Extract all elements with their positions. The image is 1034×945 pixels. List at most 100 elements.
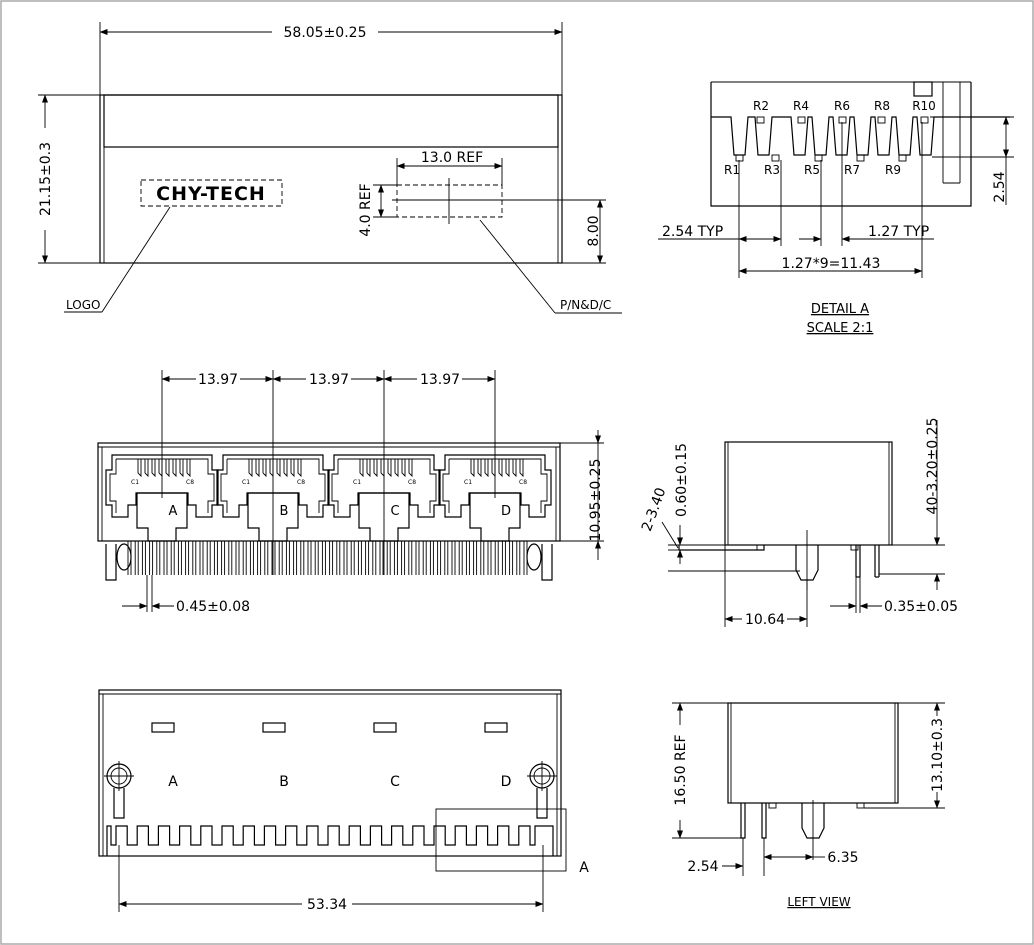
- rj45-port: C1 C8B: [216, 454, 330, 542]
- port-label: C: [390, 504, 399, 519]
- dim-label-width: 13.0 REF: [396, 150, 503, 169]
- side-view: 0.60±0.15 2-3.40 40-3.20±0.25 10.64 0.35…: [639, 418, 958, 628]
- pin-label: R2: [753, 99, 769, 113]
- dim-depth: 8.00: [562, 199, 606, 264]
- port-label: D: [501, 774, 512, 790]
- dim-pin-width-side: 0.35±0.05: [830, 577, 958, 615]
- dim-label-height: 4.0 REF: [358, 183, 397, 237]
- detail-a-comb: [711, 116, 1010, 156]
- dim-port-pitch: 13.97 13.97 13.97: [161, 372, 496, 388]
- pin-label: R10: [912, 99, 936, 113]
- pin-label: R8: [874, 99, 890, 113]
- svg-text:1.27 TYP: 1.27 TYP: [868, 224, 929, 240]
- mounting-post-right: [526, 543, 553, 581]
- label-area: [396, 184, 503, 218]
- port-label: B: [279, 774, 289, 790]
- left-view-title: LEFT VIEW: [787, 895, 850, 909]
- logo-frame: [140, 179, 283, 207]
- detail-a: R2 R4 R6 R8 R10 R1 R3 R5 R7 R9 2.54 TYP …: [658, 81, 1014, 336]
- mount-hole-right: [527, 761, 557, 819]
- svg-text:0.45±0.08: 0.45±0.08: [176, 599, 250, 615]
- detail-a-scale: SCALE 2:1: [807, 321, 874, 336]
- dim-front-height: 10.95±0.25: [560, 430, 604, 560]
- left-view-body: [727, 702, 899, 804]
- dim-left-b: 6.35: [763, 850, 859, 866]
- detail-a-pads: [735, 116, 929, 162]
- pin-label: R7: [844, 163, 860, 177]
- svg-text:1.27*9=11.43: 1.27*9=11.43: [782, 256, 881, 272]
- dim-overall-height: 21.15±0.3: [38, 94, 54, 264]
- svg-text:2.54 TYP: 2.54 TYP: [662, 224, 723, 240]
- svg-text:4.0 REF: 4.0 REF: [358, 183, 374, 236]
- dim-offset: 10.64: [724, 545, 808, 628]
- callout-logo: LOGO: [66, 298, 100, 312]
- contact-label: C1: [353, 479, 361, 486]
- dim-pitch-right: 1.27 TYP: [799, 224, 934, 242]
- dim-span: 1.27*9=11.43: [738, 256, 923, 274]
- callout-pn: P/N&D/C: [560, 298, 611, 312]
- top-view-body: [99, 94, 563, 264]
- logo-text: CHY-TECH: [156, 183, 266, 205]
- svg-text:16.50 REF: 16.50 REF: [673, 734, 689, 805]
- contact-label: C1: [131, 479, 139, 486]
- svg-text:0.35±0.05: 0.35±0.05: [884, 599, 958, 615]
- contact-label: C1: [242, 479, 250, 486]
- pin-label: R9: [885, 163, 901, 177]
- pin-label: R1: [724, 163, 740, 177]
- svg-text:8.00: 8.00: [586, 215, 602, 246]
- detail-a-callout: [435, 808, 567, 872]
- svg-text:40-3.20±0.25: 40-3.20±0.25: [925, 418, 941, 515]
- bottom-view: A B C D A 53.34: [98, 689, 589, 913]
- dim-overall-width: 58.05±0.25: [99, 25, 563, 41]
- dim-bottom-span: 53.34: [118, 845, 544, 913]
- port-label: A: [169, 504, 178, 519]
- port-label: A: [168, 774, 178, 790]
- detail-a-ref: A: [579, 860, 589, 876]
- port-label: C: [390, 774, 400, 790]
- mount-hole-left: [104, 761, 134, 819]
- svg-text:58.05±0.25: 58.05±0.25: [284, 25, 367, 41]
- contact-label: C8: [297, 479, 305, 486]
- svg-text:0.60±0.15: 0.60±0.15: [674, 443, 690, 517]
- svg-text:13.97: 13.97: [309, 372, 349, 388]
- detail-a-title: DETAIL A: [811, 302, 869, 317]
- pin-label: R4: [793, 99, 809, 113]
- svg-text:13.97: 13.97: [420, 372, 460, 388]
- dim-ref-height: 16.50 REF: [672, 702, 741, 839]
- front-pins: [127, 541, 528, 575]
- bottom-pin-comb: [106, 825, 554, 856]
- front-view-body: [97, 442, 561, 542]
- svg-text:2.54: 2.54: [687, 859, 718, 875]
- svg-text:21.15±0.3: 21.15±0.3: [38, 142, 54, 216]
- svg-text:10.95±0.25: 10.95±0.25: [588, 459, 604, 542]
- dim-pin-width: 0.45±0.08: [122, 575, 250, 615]
- contact-label: C8: [408, 479, 416, 486]
- pin-label: R6: [834, 99, 850, 113]
- top-view: 58.05±0.25 21.15±0.3 CHY-TECH LOGO 13.0 …: [38, 22, 622, 314]
- bottom-view-body: [98, 689, 562, 857]
- dim-row: 2.54: [930, 116, 1014, 205]
- contact-label: C8: [519, 479, 527, 486]
- dim-standoff: 0.60±0.15: [674, 443, 690, 564]
- dim-left-height: 13.10±0.3: [898, 702, 946, 809]
- dim-holes: 2-3.40: [639, 486, 679, 549]
- svg-text:10.64: 10.64: [745, 612, 785, 628]
- dim-left-a: 2.54: [687, 859, 744, 875]
- port-label: D: [501, 504, 511, 519]
- svg-text:13.10±0.3: 13.10±0.3: [930, 718, 946, 792]
- pin-label: R3: [764, 163, 780, 177]
- svg-text:53.34: 53.34: [307, 897, 347, 913]
- port-label: B: [280, 504, 289, 519]
- mounting-post-left: [105, 543, 132, 581]
- left-view: 16.50 REF 13.10±0.3 2.54 6.35 LEFT VIEW: [672, 702, 946, 909]
- contact-label: C1: [464, 479, 472, 486]
- dim-pins: 40-3.20±0.25: [879, 418, 945, 590]
- svg-text:13.0 REF: 13.0 REF: [421, 150, 483, 166]
- side-view-body: [724, 441, 893, 546]
- dim-pitch-left: 2.54 TYP: [658, 224, 782, 242]
